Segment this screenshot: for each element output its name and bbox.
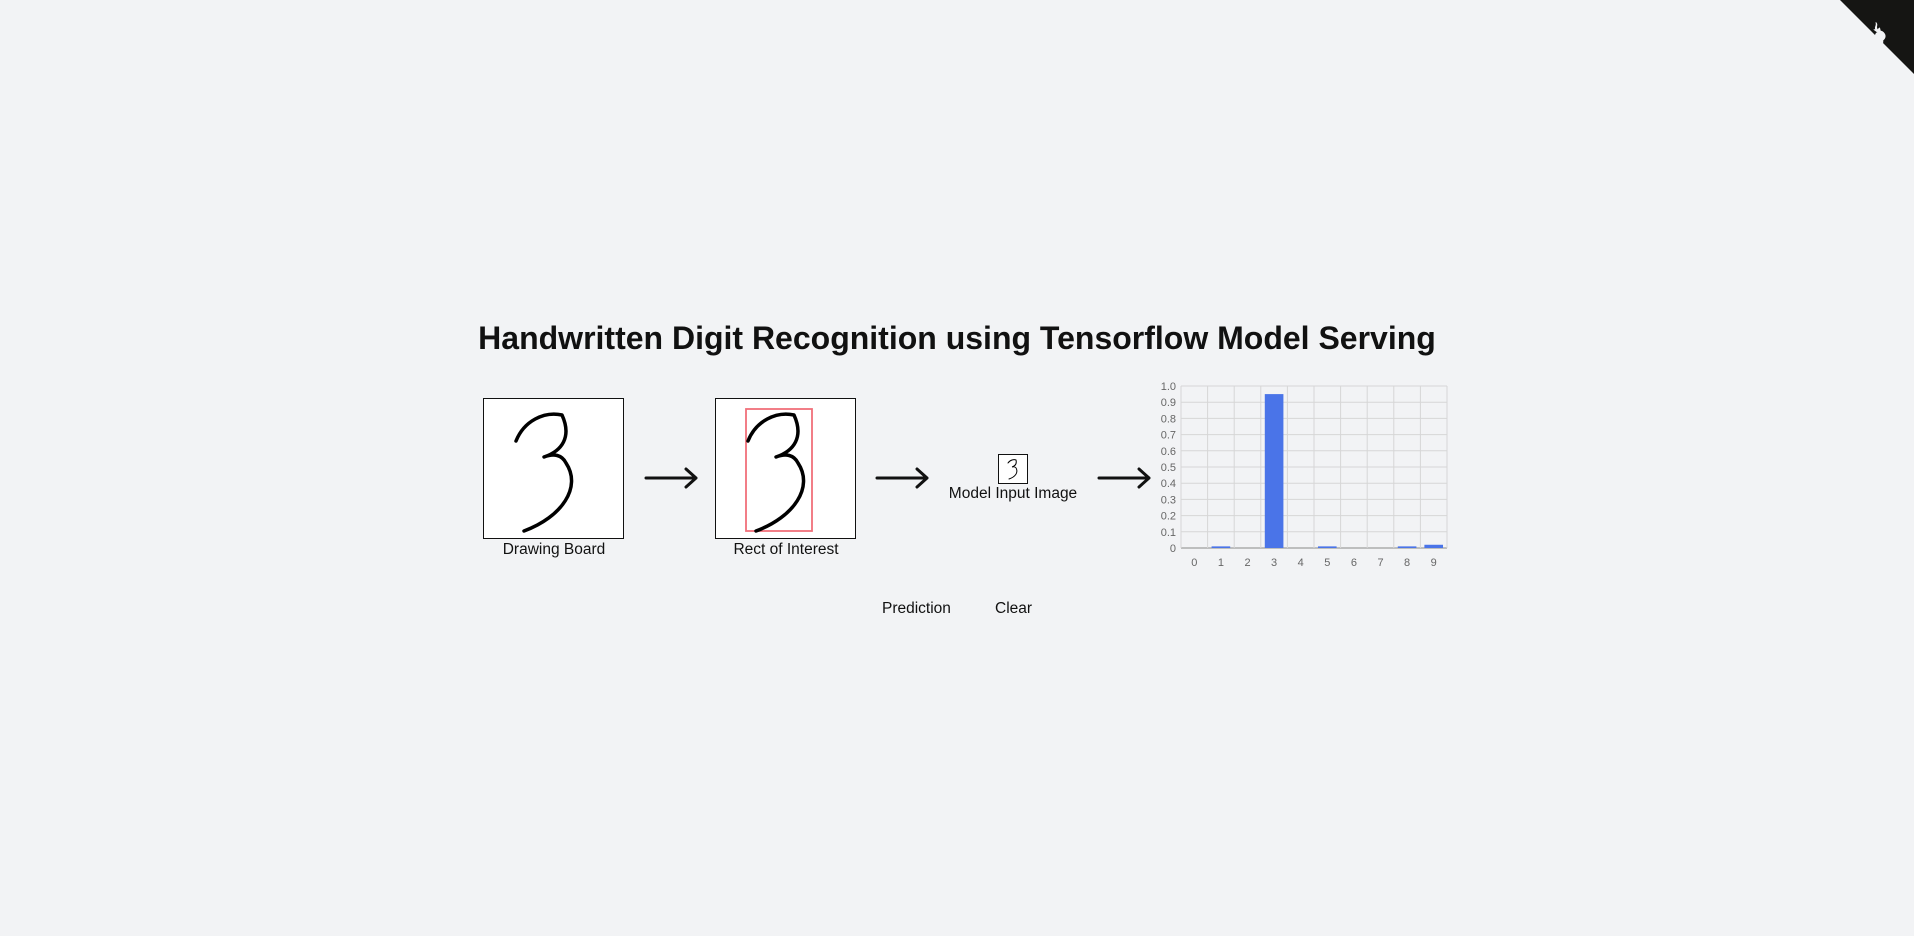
bar-digit-1 [1211, 546, 1231, 548]
y-tick-label: 0.2 [1161, 511, 1176, 523]
x-tick-label: 1 [1218, 557, 1224, 569]
page-title: Handwritten Digit Recognition using Tens… [478, 320, 1436, 356]
arrow-right-icon [644, 467, 698, 489]
bar-digit-8 [1397, 546, 1417, 548]
arrow-right-icon [875, 467, 929, 489]
y-tick-label: 0.6 [1161, 446, 1176, 458]
y-tick-label: 0.4 [1161, 478, 1176, 490]
x-tick-label: 0 [1191, 557, 1197, 569]
y-tick-label: 0 [1170, 543, 1176, 555]
x-tick-label: 2 [1244, 557, 1250, 569]
roi-bounding-box [745, 408, 813, 532]
y-tick-label: 1.0 [1161, 381, 1176, 393]
prediction-button[interactable]: Prediction [882, 600, 951, 617]
y-tick-label: 0.1 [1161, 527, 1176, 539]
bar-digit-5 [1317, 546, 1337, 548]
roi-view [745, 408, 813, 533]
y-tick-label: 0.8 [1161, 413, 1176, 425]
x-tick-label: 6 [1351, 557, 1357, 569]
github-corner-icon[interactable] [1840, 0, 1914, 74]
y-tick-label: 0.9 [1161, 397, 1176, 409]
x-tick-label: 5 [1324, 557, 1330, 569]
y-tick-label: 0.5 [1161, 462, 1176, 474]
bar-digit-3 [1264, 394, 1284, 548]
clear-button[interactable]: Clear [995, 600, 1033, 617]
digit-stroke [514, 412, 574, 533]
drawing-board-canvas[interactable] [483, 398, 624, 539]
model-input-image [998, 454, 1028, 484]
drawing-board-label: Drawing Board [502, 541, 606, 558]
x-tick-label: 4 [1298, 557, 1304, 569]
model-input-label: Model Input Image [948, 485, 1078, 502]
y-tick-label: 0.7 [1161, 430, 1176, 442]
y-tick-label: 0.3 [1161, 494, 1176, 506]
prediction-bar-chart: 0 0.1 0.2 0.3 0.4 0.5 0.6 0.7 0.8 0.9 1.0 0 1 2 3 4 5 6 7 8… [1161, 381, 1448, 569]
x-tick-label: 7 [1377, 557, 1383, 569]
rect-of-interest-canvas [715, 398, 856, 539]
arrow-right-icon [1097, 467, 1151, 489]
x-tick-label: 9 [1431, 557, 1437, 569]
x-tick-label: 8 [1404, 557, 1410, 569]
rect-of-interest-label: Rect of Interest [733, 541, 839, 558]
bar-digit-9 [1424, 544, 1444, 548]
x-tick-label: 3 [1271, 557, 1277, 569]
